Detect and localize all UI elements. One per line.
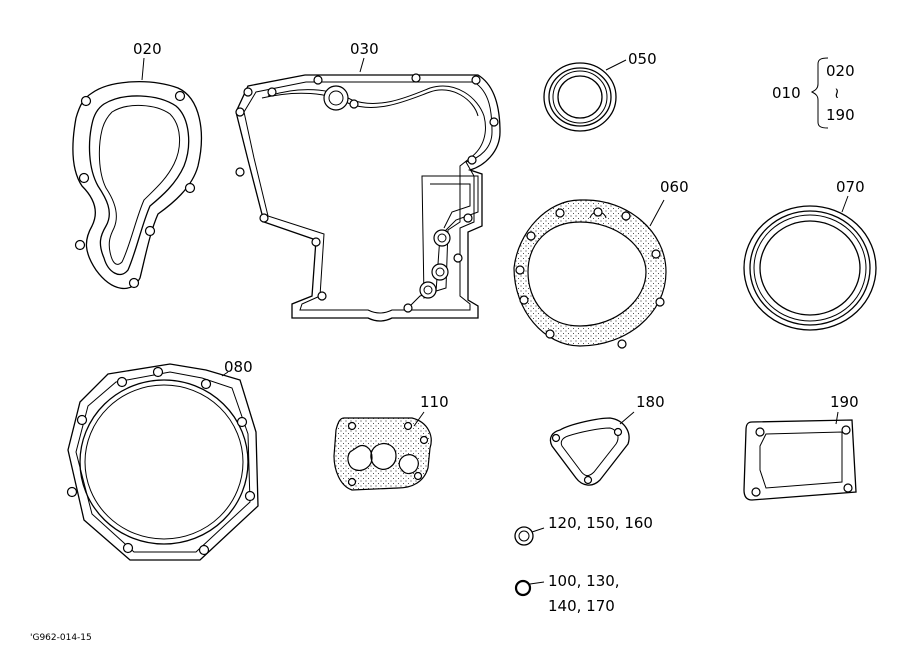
label-range-start: 020 (826, 62, 855, 80)
label-030: 030 (350, 40, 379, 58)
label-110: 110 (420, 393, 449, 411)
label-range-separator: ≀ (834, 84, 840, 102)
label-orings-2-line2: 140, 170 (548, 597, 615, 615)
orings-group-1: 120, 150, 160 (514, 514, 653, 546)
label-orings-2-line1: 100, 130, (548, 572, 620, 590)
label-010: 010 (772, 84, 801, 102)
part-180-gasket: 180 (549, 393, 665, 486)
label-190: 190 (830, 393, 859, 411)
label-080: 080 (224, 358, 253, 376)
part-060-gasket: 060 (513, 178, 689, 349)
figure-code: 'G962-014-15 (30, 633, 92, 643)
label-050: 050 (628, 50, 657, 68)
group-reference-010: 010 020 ≀ 190 (772, 57, 855, 129)
part-050-seal: 050 (543, 50, 657, 132)
part-190-gasket: 190 (743, 393, 859, 501)
part-070-seal: 070 (743, 178, 877, 331)
label-070: 070 (836, 178, 865, 196)
part-110-gasket: 110 (333, 393, 449, 491)
part-030-gasket: 030 (235, 40, 501, 322)
part-020-gasket: 020 (72, 40, 203, 290)
label-orings-1: 120, 150, 160 (548, 514, 653, 532)
label-060: 060 (660, 178, 689, 196)
part-080-gasket: 080 (66, 358, 259, 561)
orings-group-2: 100, 130, 140, 170 (514, 572, 620, 615)
label-020: 020 (133, 40, 162, 58)
label-180: 180 (636, 393, 665, 411)
label-range-end: 190 (826, 106, 855, 124)
